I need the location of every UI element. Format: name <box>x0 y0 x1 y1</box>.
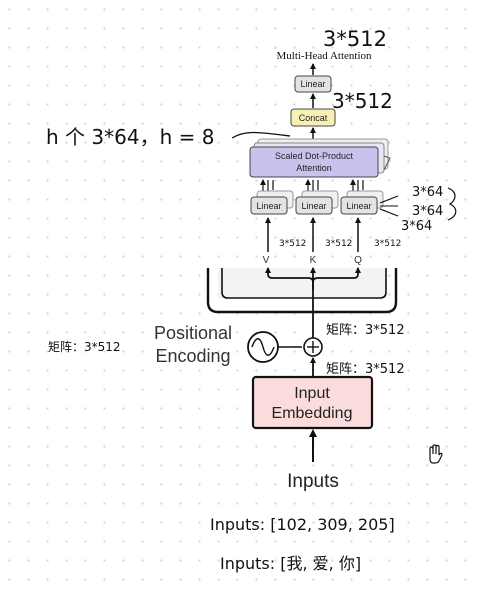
linear-top-label: Linear <box>300 79 325 89</box>
encoder-inner-panel <box>218 268 386 298</box>
h-bracket <box>383 155 391 171</box>
q-dim: 3*512 <box>374 239 401 249</box>
v-label: V <box>263 255 270 266</box>
linear-top-box[interactable] <box>294 75 332 93</box>
matrix-left-note: 矩阵：3*512 <box>48 340 121 354</box>
brace-dim-3: 3*64 <box>401 219 432 234</box>
input-embedding-line1: Input <box>294 385 330 402</box>
k-dim: 3*512 <box>325 239 352 249</box>
inputs-chars-note: Inputs: [我, 爱, 你] <box>220 554 361 573</box>
concat-dim-note: 3*512 <box>332 89 393 113</box>
positional-label-line2: Encoding <box>155 346 230 366</box>
q-label: Q <box>354 255 362 266</box>
concat-label: Concat <box>299 113 328 123</box>
heads-note-pointer <box>231 131 291 139</box>
sine-wave <box>251 338 275 356</box>
brace-dim-2: 3*64 <box>412 204 443 219</box>
concat-box[interactable] <box>290 108 336 127</box>
linear-q-label: Linear <box>346 201 371 211</box>
input-embedding-line2: Embedding <box>272 405 353 422</box>
inputs-label: Inputs <box>287 471 339 492</box>
sdpa-label-line2: Attention <box>296 163 332 173</box>
matrix-after-embed-note: 矩阵：3*512 <box>326 362 405 377</box>
sdpa-box[interactable] <box>249 146 379 178</box>
encoder-outer-frame <box>206 268 398 314</box>
inputs-numbers-note: Inputs: [102, 309, 205] <box>210 515 395 534</box>
linear-q-box[interactable] <box>340 196 378 215</box>
input-embedding-box[interactable] <box>251 375 374 430</box>
heads-note: h 个 3*64，h = 8 <box>46 125 214 149</box>
sdpa-label-line1: Scaled Dot-Product <box>275 151 354 161</box>
q-split-arrows <box>379 195 399 217</box>
matrix-after-add-note: 矩阵：3*512 <box>326 323 405 338</box>
positional-label-line1: Positional <box>154 323 232 343</box>
brace-dim-1: 3*64 <box>412 185 443 200</box>
top-dim-note: 3*512 <box>323 27 387 51</box>
hand-cursor-icon <box>429 444 443 464</box>
linear-k-label: Linear <box>301 201 326 211</box>
v-dim: 3*512 <box>279 239 306 249</box>
k-label: K <box>310 255 317 266</box>
encoder-inner-frame <box>221 268 387 299</box>
brace-curve <box>447 187 457 221</box>
linear-v-label: Linear <box>256 201 281 211</box>
linear-k-box[interactable] <box>295 196 333 215</box>
mha-title: Multi-Head Attention <box>276 50 372 62</box>
linear-v-box[interactable] <box>250 196 288 215</box>
